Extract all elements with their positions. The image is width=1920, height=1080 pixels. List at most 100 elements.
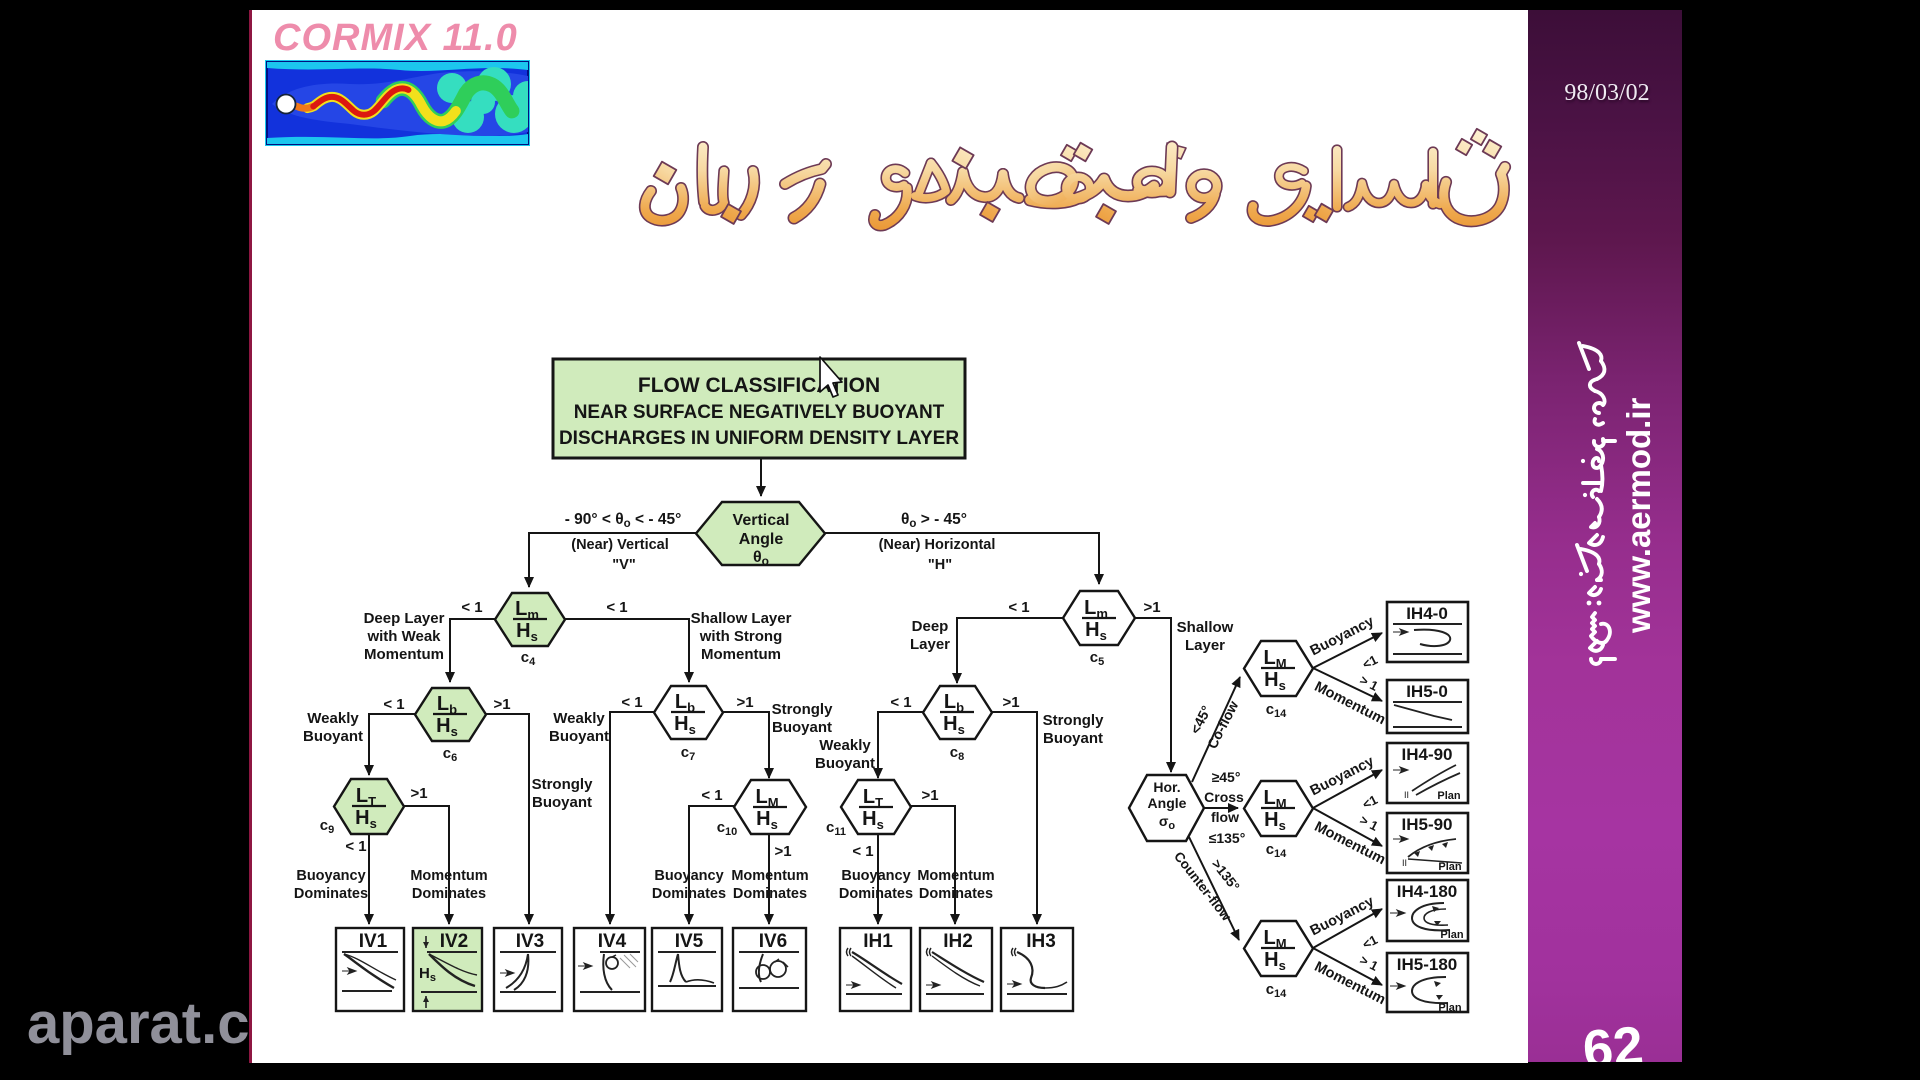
svg-text:Dominates: Dominates xyxy=(733,886,807,902)
svg-text:c5: c5 xyxy=(1090,649,1104,668)
svg-text:Dominates: Dominates xyxy=(294,886,368,902)
svg-text:≥45°: ≥45° xyxy=(1212,769,1241,785)
svg-text:Buoyancy: Buoyancy xyxy=(841,868,910,884)
svg-text:with Weak: with Weak xyxy=(366,628,441,645)
svg-text:θo: θo xyxy=(753,549,769,568)
svg-text:Momentum: Momentum xyxy=(410,868,487,884)
svg-text:Dominates: Dominates xyxy=(839,886,913,902)
svg-text:c7: c7 xyxy=(681,744,695,763)
svg-text:Strongly: Strongly xyxy=(532,776,593,793)
svg-text:> 1: > 1 xyxy=(1357,672,1380,694)
svg-text:Hor.: Hor. xyxy=(1153,779,1180,795)
svg-text:IH5-90: IH5-90 xyxy=(1401,815,1452,834)
svg-text:Strongly: Strongly xyxy=(772,701,833,718)
svg-text:Weakly: Weakly xyxy=(819,737,871,754)
svg-text:Layer: Layer xyxy=(1185,637,1225,654)
svg-text:Buoyant: Buoyant xyxy=(815,755,875,772)
svg-text:II: II xyxy=(1402,858,1407,868)
svg-text:Momentum: Momentum xyxy=(917,868,994,884)
svg-text:c11: c11 xyxy=(826,819,846,838)
svg-text:< 1: < 1 xyxy=(701,787,722,804)
svg-text:with Strong: with Strong xyxy=(699,628,783,645)
svg-text:Shallow: Shallow xyxy=(1177,619,1234,636)
svg-text:- 90° < θo < - 45°: - 90° < θo < - 45° xyxy=(565,511,682,530)
svg-text:Angle: Angle xyxy=(739,531,784,548)
svg-text:> 1: > 1 xyxy=(1357,812,1380,834)
svg-text:c14: c14 xyxy=(1266,701,1287,720)
svg-text:< 1: < 1 xyxy=(383,696,404,713)
svg-text:Momentum: Momentum xyxy=(364,646,444,663)
svg-text:Plan: Plan xyxy=(1438,1002,1462,1014)
svg-text:≤135°: ≤135° xyxy=(1209,830,1246,846)
svg-text:c10: c10 xyxy=(717,819,738,838)
svg-text:< 1: < 1 xyxy=(890,694,911,711)
svg-text:(Near) Vertical: (Near) Vertical xyxy=(571,537,669,553)
svg-text:IV3: IV3 xyxy=(516,931,545,952)
svg-text:c6: c6 xyxy=(443,745,457,764)
svg-text:< 1: < 1 xyxy=(852,843,873,860)
svg-text:Buoyant: Buoyant xyxy=(1043,730,1103,747)
svg-text:Cross: Cross xyxy=(1204,789,1244,805)
svg-text:Buoyant: Buoyant xyxy=(549,728,609,745)
svg-text:Angle: Angle xyxy=(1148,795,1187,811)
svg-text:IV5: IV5 xyxy=(675,931,704,952)
svg-text:Momentum: Momentum xyxy=(701,646,781,663)
svg-text:< 1: < 1 xyxy=(345,838,366,855)
svg-text:IH5-0: IH5-0 xyxy=(1406,682,1448,701)
svg-text:IV6: IV6 xyxy=(759,931,788,952)
svg-text:Buoyancy: Buoyancy xyxy=(296,868,365,884)
svg-text:Weakly: Weakly xyxy=(307,710,359,727)
svg-text:Strongly: Strongly xyxy=(1043,712,1104,729)
svg-text:Buoyant: Buoyant xyxy=(303,728,363,745)
svg-text:Buoyancy: Buoyancy xyxy=(654,868,723,884)
svg-text:>1: >1 xyxy=(410,785,427,802)
svg-text:>1: >1 xyxy=(1002,694,1019,711)
svg-text:Plan: Plan xyxy=(1438,861,1462,873)
svg-text:>1: >1 xyxy=(1143,599,1160,616)
svg-text:< 1: < 1 xyxy=(606,599,627,616)
svg-text:DISCHARGES IN UNIFORM DENSITY: DISCHARGES IN UNIFORM DENSITY LAYER xyxy=(559,428,959,449)
svg-text:Deep Layer: Deep Layer xyxy=(364,610,445,627)
svg-text:c8: c8 xyxy=(950,744,964,763)
svg-text:< 1: < 1 xyxy=(621,694,642,711)
svg-text:IH3: IH3 xyxy=(1026,931,1056,952)
svg-text:>1: >1 xyxy=(921,787,938,804)
svg-text:Buoyant: Buoyant xyxy=(772,719,832,736)
svg-text:c4: c4 xyxy=(521,649,536,668)
svg-text:c14: c14 xyxy=(1266,981,1287,1000)
svg-text:Plan: Plan xyxy=(1437,790,1461,802)
svg-text:< 1: < 1 xyxy=(461,599,482,616)
svg-text:FLOW CLASSIFICATION: FLOW CLASSIFICATION xyxy=(638,374,880,397)
svg-text:flow: flow xyxy=(1211,809,1239,825)
svg-text:Layer: Layer xyxy=(910,636,950,653)
svg-text:Momentum: Momentum xyxy=(731,868,808,884)
svg-text:"H": "H" xyxy=(928,557,952,573)
svg-text:θo > - 45°: θo > - 45° xyxy=(901,511,967,530)
svg-text:Buoyant: Buoyant xyxy=(532,794,592,811)
svg-text:IV1: IV1 xyxy=(359,931,388,952)
svg-text:Vertical: Vertical xyxy=(733,512,790,529)
svg-text:IH1: IH1 xyxy=(863,931,893,952)
svg-text:Weakly: Weakly xyxy=(553,710,605,727)
svg-text:II: II xyxy=(1404,790,1409,800)
svg-text:>1: >1 xyxy=(736,694,753,711)
svg-text:c9: c9 xyxy=(320,817,334,836)
svg-text:IH4-0: IH4-0 xyxy=(1406,604,1448,623)
svg-text:NEAR SURFACE NEGATIVELY BUOYAN: NEAR SURFACE NEGATIVELY BUOYANT xyxy=(574,402,945,423)
svg-text:c14: c14 xyxy=(1266,841,1287,860)
svg-text:<1: <1 xyxy=(1360,932,1380,952)
svg-text:IV2: IV2 xyxy=(440,931,469,952)
svg-text:>1: >1 xyxy=(774,843,791,860)
svg-text:Dominates: Dominates xyxy=(412,886,486,902)
svg-text:IH5-180: IH5-180 xyxy=(1397,955,1457,974)
svg-text:IH4-180: IH4-180 xyxy=(1397,882,1457,901)
svg-text:Shallow Layer: Shallow Layer xyxy=(691,610,792,627)
svg-text:Co-flow: Co-flow xyxy=(1204,698,1242,751)
svg-text:<1: <1 xyxy=(1360,652,1380,672)
svg-text:Plan: Plan xyxy=(1440,929,1464,941)
svg-text:"V": "V" xyxy=(612,557,635,573)
svg-text:< 1: < 1 xyxy=(1008,599,1029,616)
svg-text:Deep: Deep xyxy=(912,618,949,635)
svg-text:IV4: IV4 xyxy=(598,931,627,952)
svg-text:Dominates: Dominates xyxy=(652,886,726,902)
